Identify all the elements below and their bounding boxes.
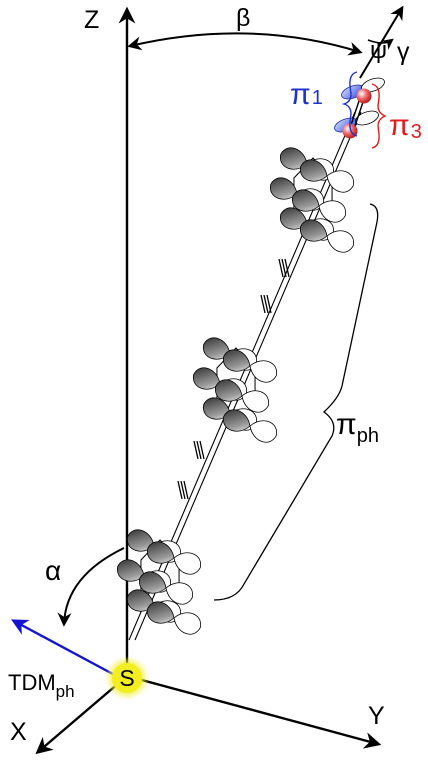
x-axis-label: X bbox=[10, 718, 27, 746]
gamma-label: γ bbox=[397, 38, 410, 66]
pi1-label: π1 bbox=[290, 78, 323, 111]
orbital-lobe-shape bbox=[300, 159, 328, 182]
orbital-lobe-shape bbox=[173, 612, 201, 635]
orbital-lobe-icon bbox=[165, 582, 193, 605]
orbital-lobe-icon bbox=[326, 230, 354, 253]
orbital-lobe-icon bbox=[215, 379, 243, 402]
carbon-atom-icon bbox=[356, 88, 372, 104]
orbital-lobe-icon bbox=[147, 601, 175, 624]
gamma-rotation-arc bbox=[367, 38, 394, 50]
orbital-lobe-shape bbox=[147, 601, 175, 624]
orbital-lobe-shape bbox=[215, 379, 243, 402]
orbital-lobe-icon bbox=[280, 207, 308, 230]
psi-label: ψ bbox=[370, 37, 387, 64]
orbital-lobe-icon bbox=[223, 409, 251, 432]
pi3-brace bbox=[371, 83, 387, 149]
orbital-lobe-icon bbox=[139, 571, 167, 594]
orbital-lobe-icon bbox=[270, 177, 298, 200]
orbital-lobe-shape bbox=[173, 552, 201, 575]
orbital-lobe-shape bbox=[127, 589, 155, 612]
orbital-lobe-shape bbox=[280, 147, 308, 170]
orbital-lobe-icon bbox=[249, 420, 277, 443]
orbital-lobe-shape bbox=[203, 397, 231, 420]
triple-bond-line bbox=[193, 440, 199, 460]
triple-bond-line bbox=[284, 258, 290, 278]
orbital-lobe-icon bbox=[127, 589, 155, 612]
orbital-lobe-icon bbox=[203, 337, 231, 360]
pi1-brace bbox=[341, 71, 358, 137]
orbital-lobe-icon bbox=[326, 170, 354, 193]
triple-bond-line bbox=[196, 440, 202, 460]
orbital-lobe-shape bbox=[127, 529, 155, 552]
orbital-lobe-shape bbox=[280, 207, 308, 230]
triple-bond-line bbox=[278, 258, 284, 278]
orbital-lobe-shape bbox=[326, 230, 354, 253]
phenyl-orbitals bbox=[117, 147, 354, 635]
orbital-lobe-shape bbox=[117, 559, 145, 582]
orbital-lobe-icon bbox=[223, 349, 251, 372]
orbital-lobe-shape bbox=[249, 420, 277, 443]
triple-bond-line bbox=[281, 258, 287, 278]
orbital-lobe-shape bbox=[223, 409, 251, 432]
orbital-lobe-icon bbox=[203, 397, 231, 420]
orbital-lobe-icon bbox=[300, 219, 328, 242]
orbital-lobe-shape bbox=[270, 177, 298, 200]
orbital-lobe-icon bbox=[280, 147, 308, 170]
orbital-lobe-shape bbox=[139, 571, 167, 594]
sulfur-label: S bbox=[119, 665, 134, 691]
z-axis-label: Z bbox=[84, 6, 99, 34]
sulfur-core bbox=[112, 663, 142, 693]
orbital-lobe-shape bbox=[223, 349, 251, 372]
orbital-lobe-shape bbox=[147, 541, 175, 564]
alpha-label: α bbox=[45, 555, 61, 586]
orbital-lobe-icon bbox=[318, 200, 346, 223]
orbital-lobe-icon bbox=[241, 390, 269, 413]
triple-bond-line bbox=[183, 480, 189, 500]
orbital-lobe-shape bbox=[249, 360, 277, 383]
orbital-lobe-shape bbox=[165, 582, 193, 605]
orbital-lobe-icon bbox=[249, 360, 277, 383]
tdm-arrow bbox=[11, 619, 125, 682]
piph-label: πph bbox=[336, 408, 379, 447]
orbital-lobe-icon bbox=[173, 552, 201, 575]
orbital-lobe-icon bbox=[147, 541, 175, 564]
beta-arc bbox=[127, 32, 363, 56]
orbital-lobe-icon bbox=[117, 559, 145, 582]
orbital-lobe-shape bbox=[326, 170, 354, 193]
triple-bond-line bbox=[260, 294, 266, 314]
triple-bond-line bbox=[263, 294, 269, 314]
orbital-lobe-shape bbox=[292, 189, 320, 212]
triple-bond-line bbox=[180, 480, 186, 500]
pi3-label: π3 bbox=[389, 109, 422, 143]
orbital-lobe-icon bbox=[193, 367, 221, 390]
triple-bond-line bbox=[199, 440, 205, 460]
orbital-lobe-icon bbox=[300, 159, 328, 182]
orbital-lobe-icon bbox=[173, 612, 201, 635]
y-axis-label: Y bbox=[368, 702, 385, 730]
alpha-arc bbox=[57, 547, 125, 627]
orbital-lobe-icon bbox=[292, 189, 320, 212]
orbital-lobe-shape bbox=[300, 219, 328, 242]
y-axis-line bbox=[126, 674, 382, 749]
orbital-lobe-icon bbox=[127, 529, 155, 552]
orbital-lobe-shape bbox=[318, 200, 346, 223]
tdm-label: TDMph bbox=[8, 670, 75, 701]
orbital-lobe-shape bbox=[241, 390, 269, 413]
orbital-lobe-shape bbox=[193, 367, 221, 390]
piph-brace bbox=[213, 203, 379, 601]
triple-bond-line bbox=[266, 294, 272, 314]
triple-bond-line bbox=[177, 480, 183, 500]
orbital-lobe-shape bbox=[203, 337, 231, 360]
beta-label: β bbox=[236, 4, 250, 32]
